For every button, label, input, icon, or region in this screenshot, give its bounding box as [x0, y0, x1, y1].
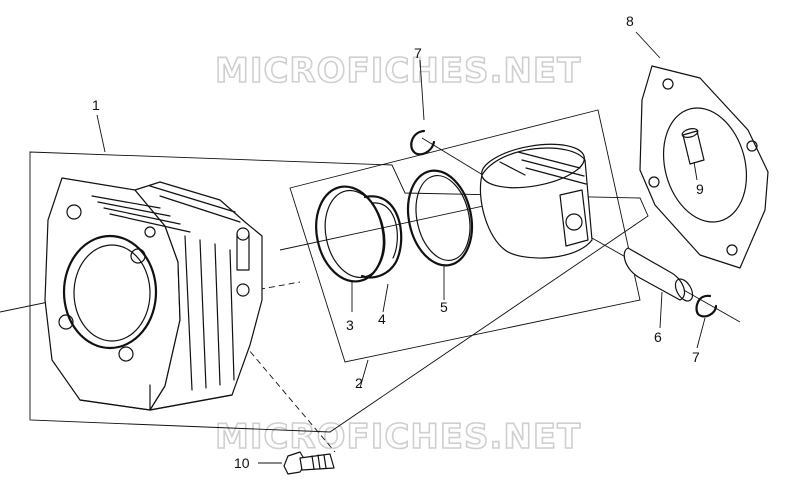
dowel-pin [681, 128, 705, 165]
callout-1: 1 [92, 97, 100, 113]
cylinder [44, 177, 263, 411]
callout-7-upper: 7 [414, 45, 422, 61]
base-gasket [639, 65, 769, 269]
watermark-bottom: MICROFICHES.NET [215, 417, 581, 457]
callout-4: 4 [378, 311, 386, 327]
callout-6: 6 [654, 329, 662, 345]
callout-7-lower: 7 [692, 349, 700, 365]
callout-2: 2 [355, 375, 363, 391]
piston [479, 143, 593, 259]
callout-10: 10 [234, 455, 250, 471]
callout-8: 8 [626, 13, 634, 29]
oil-ring [406, 169, 474, 267]
piston-rings-set [315, 185, 403, 283]
cylinder-frame [29, 151, 649, 433]
flange-bolt [283, 451, 335, 475]
piston-pin [623, 247, 694, 302]
circlip-lower [695, 294, 718, 318]
leader-lines [96, 31, 706, 464]
callout-9: 9 [696, 181, 704, 197]
piston-kit-frame [289, 109, 641, 363]
circlip-upper [410, 129, 436, 156]
callout-5: 5 [440, 299, 448, 315]
watermark-top: MICROFICHES.NET [215, 51, 581, 91]
callout-3: 3 [346, 317, 354, 333]
